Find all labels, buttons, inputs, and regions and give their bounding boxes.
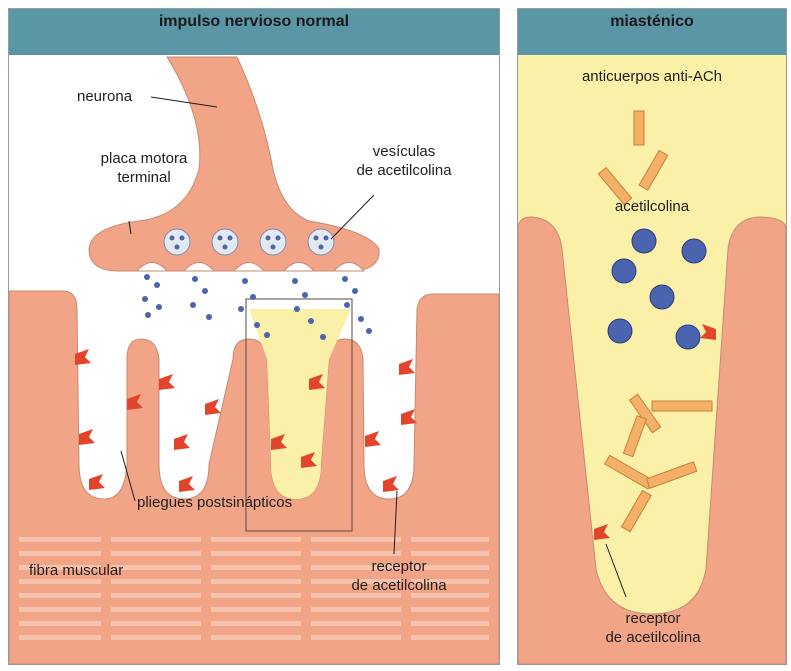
- muscle-fiber-myasthenic: [518, 217, 786, 664]
- muscle-fiber-label: fibra muscular: [29, 561, 123, 580]
- receptor-label-left-line2: de acetilcolina: [329, 576, 469, 595]
- acetylcholine-label: acetilcolina: [518, 197, 786, 216]
- receptor-label-right-line2: de acetilcolina: [568, 628, 738, 647]
- receptor-label-left-line1: receptor: [329, 557, 469, 576]
- vesicles-label-line2: de acetilcolina: [334, 161, 474, 180]
- antibodies-label: anticuerpos anti-ACh: [518, 67, 786, 86]
- vesicles-label: vesículas de acetilcolina: [334, 142, 474, 180]
- normal-panel-header: impulso nervioso normal: [9, 9, 499, 55]
- normal-impulse-panel: impulso nervioso normal neurona placa mo…: [8, 8, 500, 665]
- neuron-label: neurona: [77, 87, 132, 106]
- myasthenic-panel-header: miasténico: [518, 9, 786, 55]
- receptor-label-left: receptor de acetilcolina: [329, 557, 469, 595]
- acetylcholine-molecules: [608, 229, 706, 349]
- vesicles-label-line1: vesículas: [334, 142, 474, 161]
- myasthenic-synapse-illustration: [518, 9, 786, 664]
- myasthenic-receptors: [594, 324, 716, 540]
- myasthenic-panel: miasténico anticuerpos anti-ACh acetilco…: [517, 8, 787, 665]
- motor-end-plate-label: placa motora terminal: [79, 149, 209, 187]
- postsynaptic-folds-label: pliegues postsinápticos: [137, 493, 292, 512]
- receptor-label-right: receptor de acetilcolina: [568, 609, 738, 647]
- motor-end-plate-label-line2: terminal: [79, 168, 209, 187]
- motor-end-plate-label-line1: placa motora: [79, 149, 209, 168]
- receptor-label-right-line1: receptor: [568, 609, 738, 628]
